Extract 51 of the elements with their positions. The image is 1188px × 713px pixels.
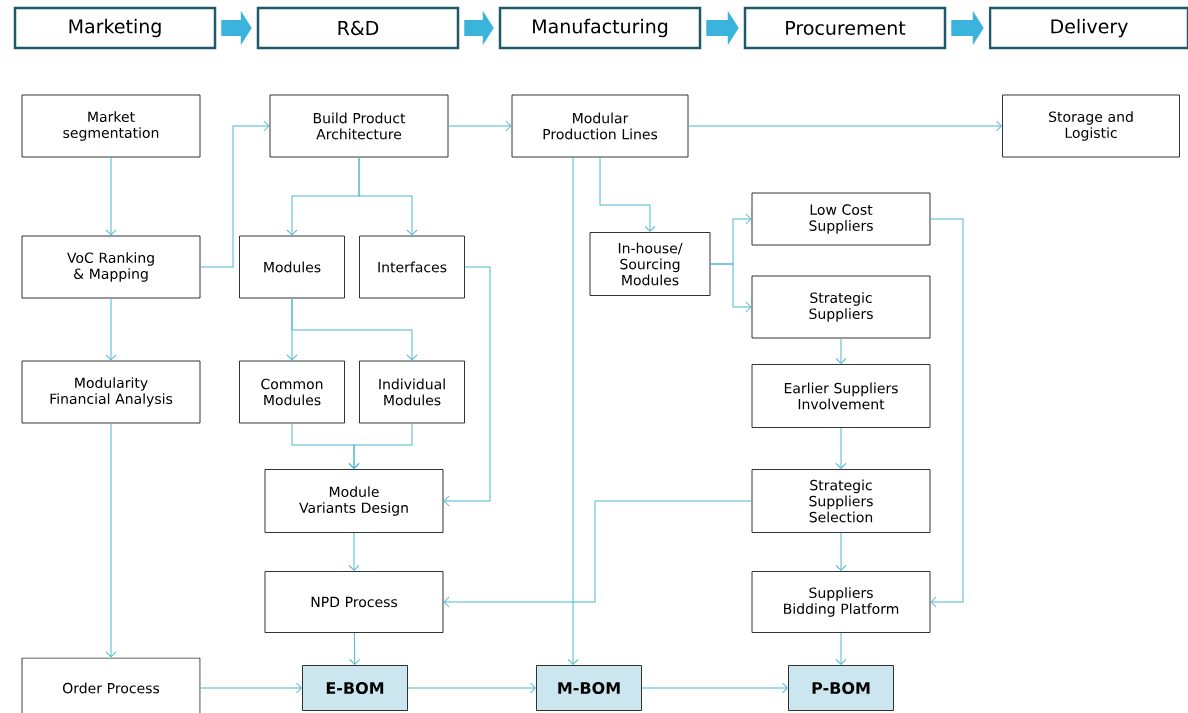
arrow — [358, 156, 418, 236]
arrow — [835, 427, 847, 469]
process-box: In-house/ Sourcing Modules — [589, 232, 711, 296]
arrow — [105, 297, 117, 361]
process-box: Strategic Suppliers Selection — [751, 469, 931, 533]
arrow — [443, 266, 491, 507]
process-box: Earlier Suppliers Involvement — [751, 364, 931, 428]
arrow — [447, 120, 512, 132]
stage-box: Procurement — [743, 6, 947, 50]
arrow — [199, 682, 302, 694]
process-box: VoC Ranking & Mapping — [21, 235, 201, 299]
arrow — [687, 120, 1002, 132]
process-box: Suppliers Bidding Platform — [751, 571, 931, 633]
arrow — [443, 500, 753, 608]
process-box: Common Modules — [239, 360, 345, 424]
bom-box: E-BOM — [302, 665, 408, 711]
stage-box: R&D — [256, 6, 460, 50]
arrow — [835, 532, 847, 571]
arrow — [929, 218, 964, 608]
process-box: Market segmentation — [21, 94, 201, 158]
process-box: Strategic Suppliers — [751, 275, 931, 339]
arrow — [835, 337, 847, 364]
bom-box: P-BOM — [788, 665, 894, 711]
arrow — [641, 682, 788, 694]
bom-box: M-BOM — [536, 665, 642, 711]
process-box: NPD Process — [264, 571, 444, 633]
stage-box: Manufacturing — [498, 6, 702, 50]
arrow — [105, 422, 117, 658]
arrow — [835, 632, 847, 665]
stage-box: Marketing — [13, 6, 217, 50]
arrow — [407, 682, 536, 694]
stage-box: Delivery — [988, 6, 1188, 50]
arrow — [567, 156, 579, 665]
process-box: Module Variants Design — [264, 469, 444, 533]
arrow — [709, 263, 752, 313]
process-box: Build Product Architecture — [269, 94, 449, 158]
process-box: Storage and Logistic — [1002, 94, 1180, 158]
arrow — [348, 532, 360, 571]
process-box: Modular Production Lines — [511, 94, 689, 158]
process-box: Order Process — [21, 657, 201, 713]
arrow — [349, 632, 361, 665]
arrow — [199, 120, 270, 268]
process-box: Interfaces — [359, 235, 465, 299]
process-box: Low Cost Suppliers — [751, 192, 931, 246]
arrow — [348, 422, 413, 469]
arrow — [105, 156, 117, 236]
arrow — [291, 297, 418, 361]
process-box: Modules — [239, 235, 345, 299]
arrow — [599, 156, 656, 232]
process-box: Modularity Financial Analysis — [21, 360, 201, 424]
process-box: Individual Modules — [359, 360, 465, 424]
